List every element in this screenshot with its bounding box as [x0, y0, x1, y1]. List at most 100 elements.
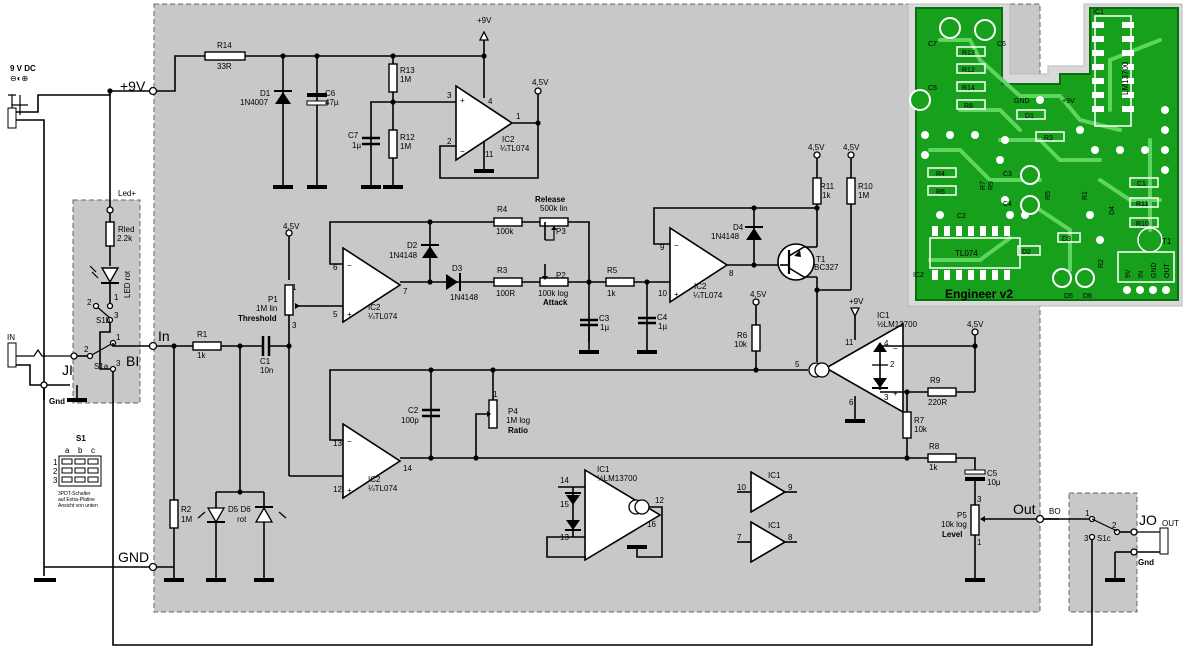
vref-label-4: 4,5V [750, 290, 767, 299]
svg-text:10: 10 [658, 289, 667, 298]
vref-label-2: 4,5V [808, 143, 825, 152]
pcb-pad-out: OUT [1164, 263, 1171, 279]
d1-value: 1N4007 [240, 98, 269, 107]
p3-value: 500k lin [540, 204, 568, 213]
jack-out-label: OUT [1162, 519, 1179, 528]
gnd-out-label: Gnd [1138, 558, 1154, 567]
pcb-ref-t1: T1 [1162, 237, 1172, 246]
pcb-ic2-chip: TL074 [955, 249, 978, 258]
switch-title: S1 [76, 434, 86, 443]
svg-text:3: 3 [292, 321, 297, 330]
svg-text:−: − [347, 437, 352, 446]
d3-value: 1N4148 [450, 293, 479, 302]
pcb-ref-c5: C5 [928, 85, 937, 92]
r5-value: 1k [607, 289, 616, 298]
vref-label-6: 4,5V [967, 320, 984, 329]
jack-in-label: IN [7, 333, 15, 342]
svg-text:12: 12 [333, 485, 342, 494]
p4-value: 1M log [506, 416, 530, 425]
ic2a-minus: − [460, 147, 465, 156]
svg-text:b: b [78, 446, 83, 455]
s1a-label: S1a [94, 362, 109, 371]
r8-name: R8 [929, 442, 940, 451]
pcb-ref-ic1: IC1 [1093, 9, 1104, 16]
pcb-ref-d3: D3 [1062, 236, 1071, 243]
r9-value: 220R [928, 398, 947, 407]
svg-text:6: 6 [849, 398, 854, 407]
p5-name: P5 [957, 511, 967, 520]
svg-text:1: 1 [116, 333, 121, 342]
d4-value: 1N4148 [711, 232, 740, 241]
d2-value: 1N4148 [389, 251, 418, 260]
r9-name: R9 [930, 376, 941, 385]
svg-text:9: 9 [788, 483, 793, 492]
r11-name: R11 [820, 182, 835, 191]
svg-text:13: 13 [560, 533, 569, 542]
svg-text:8: 8 [729, 269, 734, 278]
c6-name: C6 [325, 89, 336, 98]
svg-text:1: 1 [493, 390, 498, 399]
pcb-ref-r8: R8 [964, 103, 973, 110]
pcb-ref-r11: R11 [1136, 201, 1148, 208]
dc-polarity-icon: ⊖◐⊕ [10, 74, 28, 83]
svg-text:2: 2 [447, 137, 452, 146]
vcc-label-ota: +9V [849, 297, 864, 306]
gnd-label-left: GND [118, 549, 149, 565]
p1-label: Threshold [238, 314, 277, 323]
r12-value: 1M [400, 142, 411, 151]
led-plus-label: Led+ [118, 189, 136, 198]
ic2b-value: ¼TL074 [368, 312, 398, 321]
svg-text:16: 16 [647, 520, 656, 529]
pcb-pad-gnd: GND [1151, 262, 1158, 278]
c5-name: C5 [987, 469, 998, 478]
svg-text:10: 10 [737, 483, 746, 492]
pcb-ref-r12: R12 [962, 67, 975, 74]
pcb-ref-r9: R9 [988, 181, 995, 190]
c7-value: 1µ [352, 141, 361, 150]
ic1b-value: ½LM13700 [597, 474, 638, 483]
rled-value: 2.2k [117, 234, 133, 243]
switch-note-2: auf Extra-Platine [58, 497, 95, 503]
ic2a-name: IC2 [502, 135, 515, 144]
svg-text:9: 9 [660, 243, 665, 252]
r8-value: 1k [929, 463, 938, 472]
d3-name: D3 [452, 264, 463, 273]
bi-label: BI [126, 353, 139, 369]
svg-text:+: + [893, 389, 898, 398]
vcc-label-top: +9V [477, 16, 492, 25]
pcb-ref-d2: D2 [1022, 249, 1031, 256]
p1-name: P1 [268, 295, 278, 304]
dc-jack-label: 9 V DC [10, 64, 36, 73]
pcb-ref-c4: C4 [1003, 201, 1012, 208]
r1-value: 1k [197, 351, 206, 360]
vref-label-5: 4,5V [283, 222, 300, 231]
svg-text:−: − [893, 344, 898, 353]
svg-text:6: 6 [333, 263, 338, 272]
ic2d-name: IC2 [368, 475, 381, 484]
svg-text:8: 8 [788, 533, 793, 542]
svg-text:2: 2 [1112, 521, 1117, 530]
pcb-ref-r6: R6 [936, 189, 945, 196]
d5d6-name: D5 D6 [228, 505, 251, 514]
pcb-title: Engineer v2 [945, 287, 1013, 301]
svg-text:14: 14 [403, 464, 412, 473]
c7-name: C7 [348, 131, 359, 140]
svg-text:15: 15 [560, 500, 569, 509]
pcb-ref-c1: C1 [1137, 181, 1146, 188]
pcb-ref-r2: R2 [1098, 259, 1105, 268]
svg-text:2: 2 [53, 467, 58, 476]
svg-text:14: 14 [560, 476, 569, 485]
pcb-ref-r10: R10 [1136, 221, 1149, 228]
ic2c-opamp [669, 226, 729, 304]
p3-label: Release [535, 195, 566, 204]
svg-text:1: 1 [53, 458, 58, 467]
c5-value: 10µ [987, 478, 1001, 487]
d2-name: D2 [407, 241, 418, 250]
pcb-gnd: GND [1014, 98, 1030, 105]
svg-text:3: 3 [114, 311, 119, 320]
pcb-ref-c6: C6 [997, 41, 1006, 48]
ic1a-value: ½LM13700 [877, 320, 918, 329]
ic2b-name: IC2 [368, 303, 381, 312]
pcb-ref-c2: C2 [957, 213, 966, 220]
t1-transistor [777, 243, 815, 281]
